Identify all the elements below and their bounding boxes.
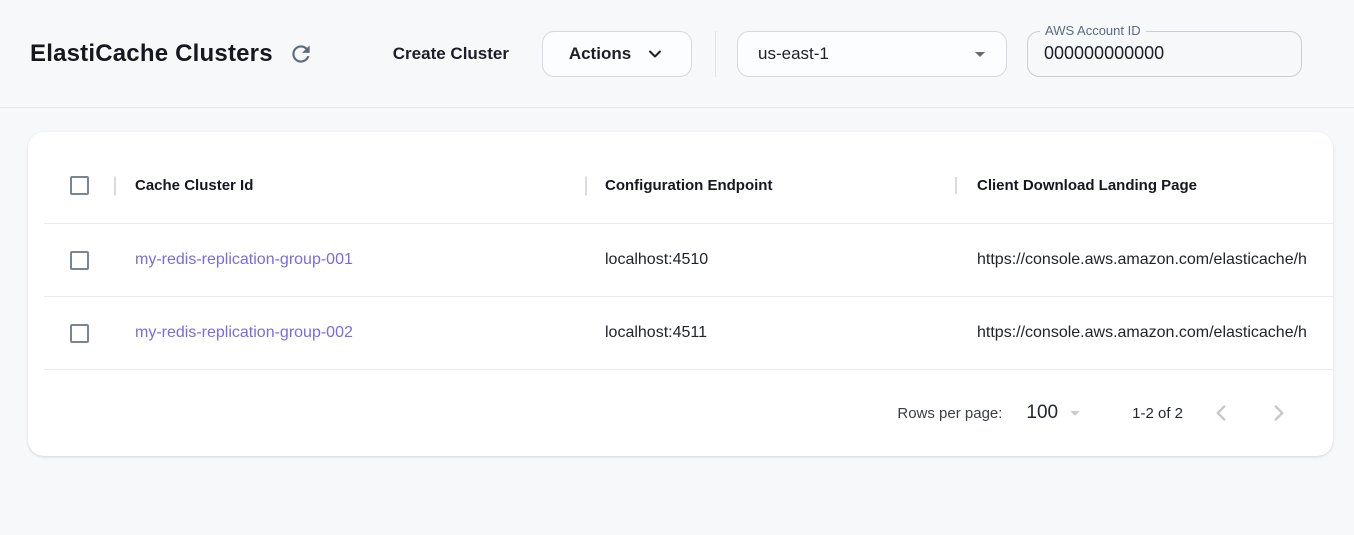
- refresh-button[interactable]: [285, 38, 317, 70]
- actions-button-label: Actions: [568, 43, 632, 63]
- region-select[interactable]: us-east-1: [737, 30, 1007, 77]
- rows-per-page-label: Rows per page:: [897, 404, 1003, 422]
- column-header-client-download-landing-page[interactable]: Client Download Landing Page: [955, 177, 1333, 194]
- cluster-id-link[interactable]: my-redis-replication-group-002: [135, 324, 353, 341]
- table-row: my-redis-replication-group-001 localhost…: [44, 224, 1333, 297]
- cluster-id-link[interactable]: my-redis-replication-group-001: [135, 251, 353, 268]
- column-header-cluster-id[interactable]: Cache Cluster Id: [114, 177, 585, 194]
- rows-per-page-value: 100: [1026, 402, 1059, 423]
- table-pagination: Rows per page: 100 1-2 of 2: [44, 370, 1333, 456]
- column-header-configuration-endpoint[interactable]: Configuration Endpoint: [585, 177, 955, 194]
- table-header-row: Cache Cluster Id Configuration Endpoint …: [44, 148, 1333, 224]
- row-checkbox[interactable]: [69, 250, 89, 270]
- row-select-cell: [44, 250, 114, 270]
- landing-page-url: https://console.aws.amazon.com/elasticac…: [977, 251, 1307, 268]
- table-row: my-redis-replication-group-002 localhost…: [44, 297, 1333, 370]
- aws-account-id-label: AWS Account ID: [1040, 22, 1146, 38]
- header-divider: [715, 30, 716, 77]
- page-header: ElastiCache Clusters Create Cluster Acti…: [0, 0, 1354, 108]
- row-select-cell: [44, 323, 114, 343]
- rows-per-page-dropdown-icon: [1064, 402, 1086, 424]
- create-cluster-button[interactable]: Create Cluster: [392, 43, 509, 63]
- dropdown-arrow-icon: [968, 42, 992, 66]
- pagination-range: 1-2 of 2: [1132, 404, 1183, 422]
- configuration-endpoint-value: localhost:4510: [605, 251, 709, 268]
- actions-button[interactable]: Actions: [542, 30, 692, 77]
- refresh-icon: [288, 41, 314, 67]
- next-page-button[interactable]: [1259, 393, 1299, 433]
- configuration-endpoint-value: localhost:4511: [605, 324, 707, 341]
- rows-per-page-select[interactable]: 100: [1026, 402, 1086, 424]
- page-title: ElastiCache Clusters: [30, 39, 273, 67]
- chevron-left-icon: [1208, 400, 1234, 426]
- clusters-table-card: Cache Cluster Id Configuration Endpoint …: [28, 132, 1333, 456]
- select-all-cell: [44, 176, 114, 195]
- aws-account-id-field[interactable]: AWS Account ID: [1027, 22, 1302, 77]
- landing-page-url: https://console.aws.amazon.com/elasticac…: [977, 324, 1307, 341]
- row-checkbox[interactable]: [69, 323, 89, 343]
- previous-page-button[interactable]: [1201, 393, 1241, 433]
- chevron-right-icon: [1266, 400, 1292, 426]
- aws-account-id-input[interactable]: [1044, 43, 1285, 64]
- main-content: Cache Cluster Id Configuration Endpoint …: [0, 132, 1354, 456]
- select-all-checkbox[interactable]: [69, 176, 89, 195]
- chevron-down-icon: [645, 44, 665, 64]
- region-select-value: us-east-1: [758, 43, 829, 63]
